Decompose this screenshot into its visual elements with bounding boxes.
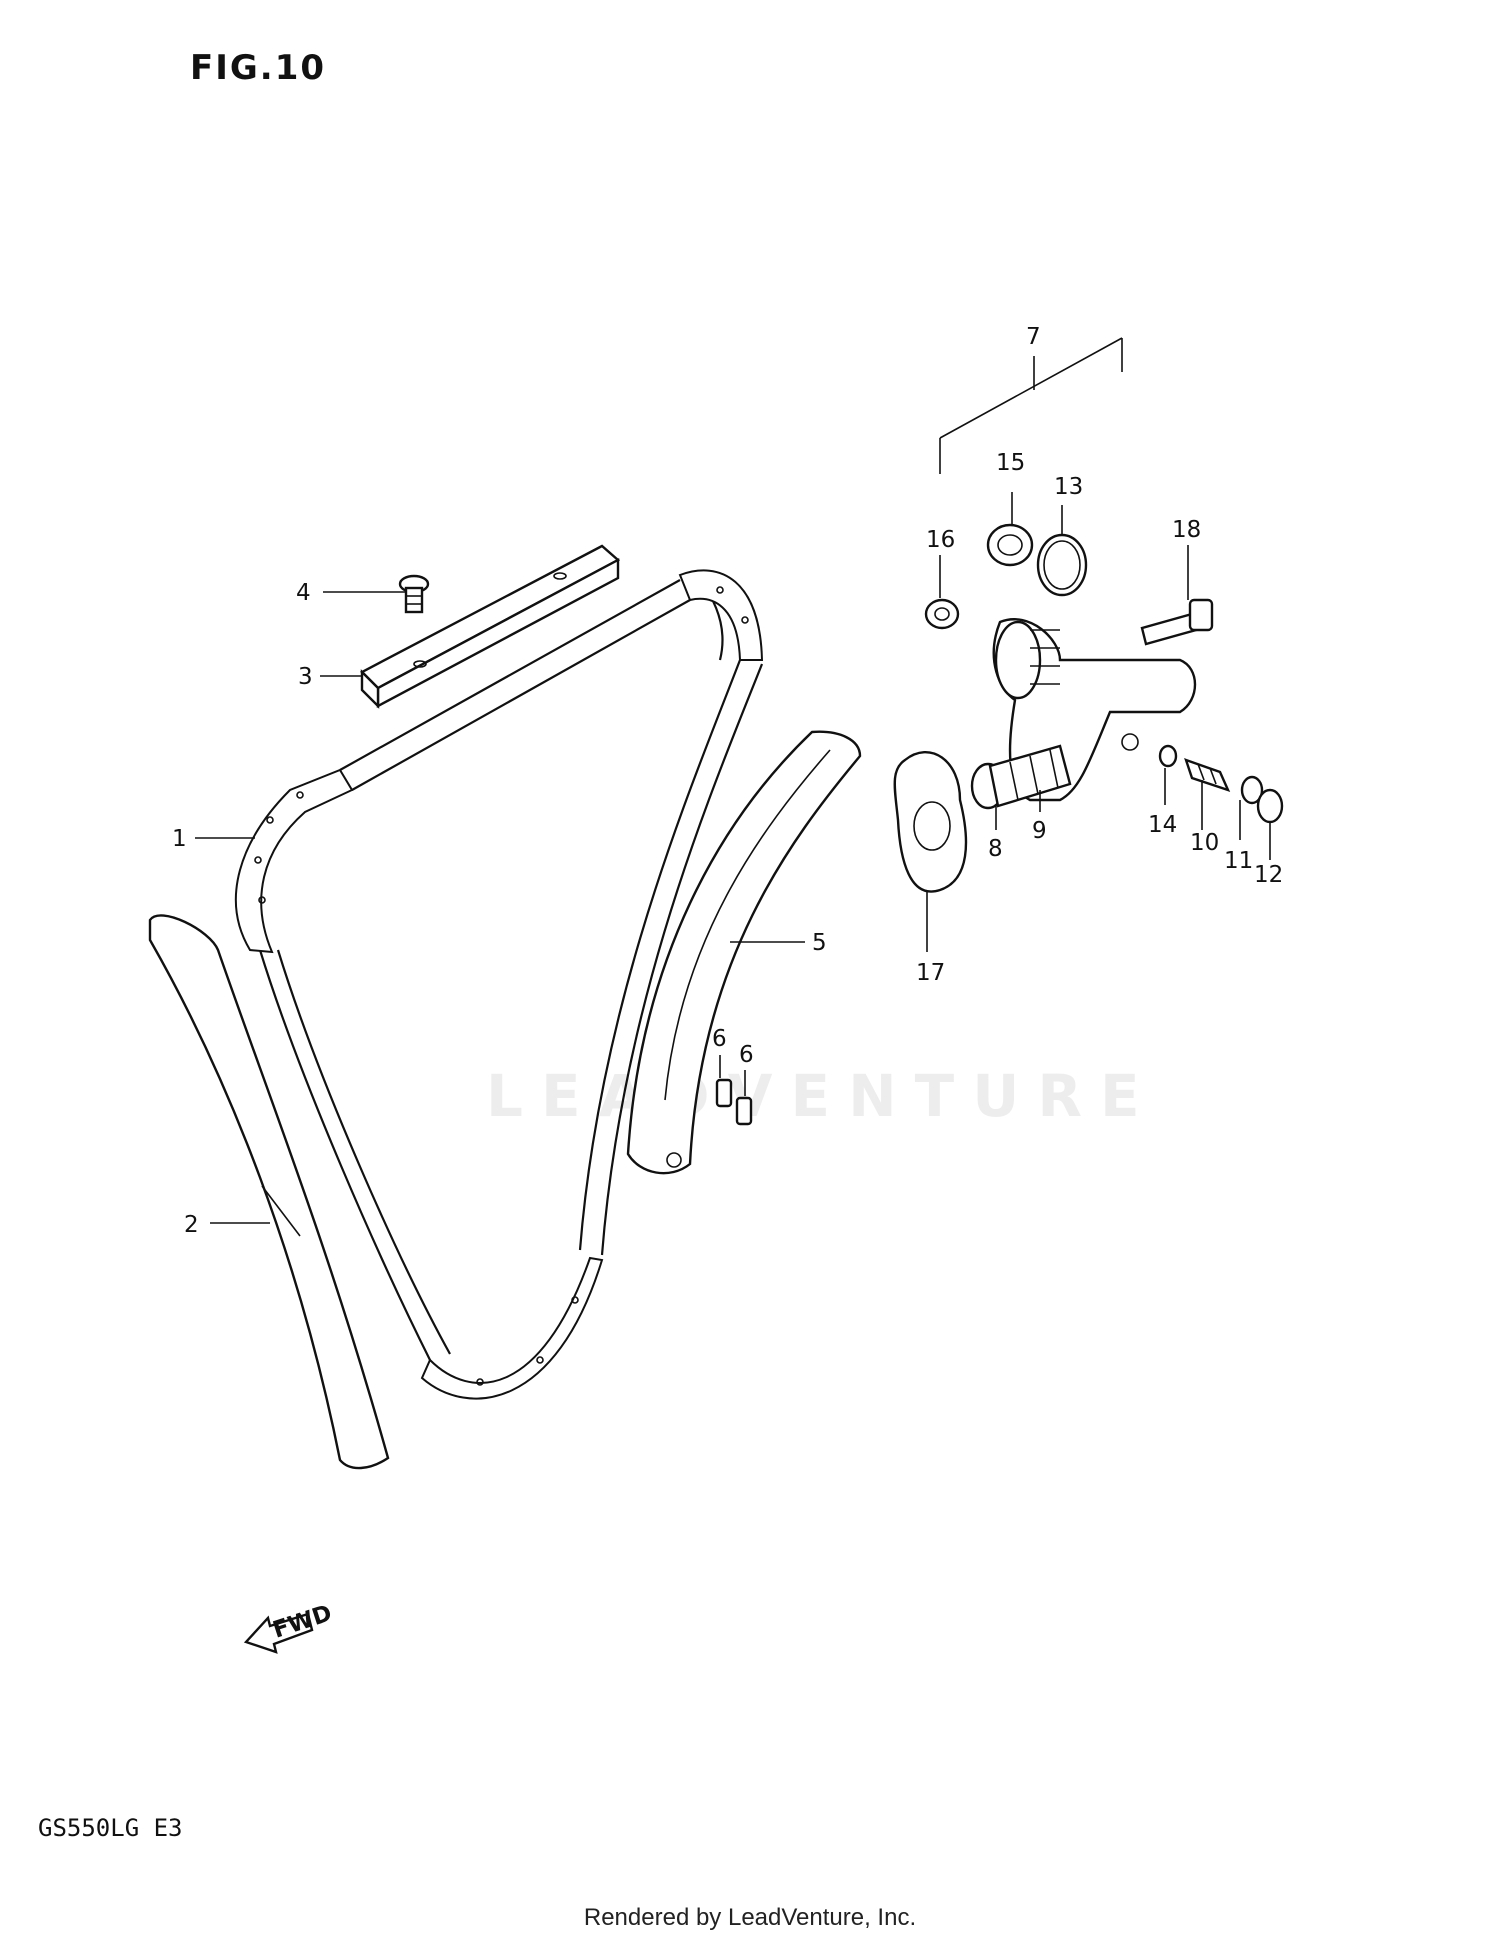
part-11-washer bbox=[1240, 775, 1264, 805]
callout-13: 13 bbox=[1054, 474, 1083, 500]
part-2-chain-guide-rear bbox=[148, 914, 390, 1470]
part-17-gasket bbox=[893, 750, 968, 893]
watermark: LEADVENTURE bbox=[486, 1062, 1158, 1130]
callout-6a: 6 bbox=[712, 1026, 727, 1052]
footer-credit: Rendered by LeadVenture, Inc. bbox=[583, 1904, 917, 1931]
part-14-washer bbox=[1158, 744, 1178, 768]
callout-4: 4 bbox=[296, 580, 311, 606]
figure-title: FIG.10 bbox=[190, 48, 327, 88]
callout-18: 18 bbox=[1172, 517, 1201, 543]
part-16-nut bbox=[924, 598, 960, 630]
callout-12: 12 bbox=[1254, 862, 1283, 888]
callout-14: 14 bbox=[1148, 812, 1177, 838]
part-5-chain-guide-front bbox=[626, 730, 862, 1175]
part-13-o-ring bbox=[1036, 533, 1088, 597]
callout-2: 2 bbox=[184, 1212, 199, 1238]
leader-lines bbox=[195, 337, 1271, 1224]
callout-5: 5 bbox=[812, 930, 827, 956]
fwd-arrow-icon bbox=[243, 1612, 314, 1654]
callout-1: 1 bbox=[172, 826, 187, 852]
model-code: GS550LG E3 bbox=[38, 1814, 183, 1842]
callout-10: 10 bbox=[1190, 830, 1219, 856]
part-10-bolt bbox=[1184, 758, 1231, 792]
callout-6b: 6 bbox=[739, 1042, 754, 1068]
part-18-bolt bbox=[1140, 598, 1214, 646]
part-3-chain-guide-top bbox=[359, 544, 621, 709]
part-1-cam-chain bbox=[235, 569, 764, 1400]
callout-3: 3 bbox=[298, 664, 313, 690]
callout-7: 7 bbox=[1026, 324, 1041, 350]
callout-8: 8 bbox=[988, 836, 1003, 862]
callout-16: 16 bbox=[926, 527, 955, 553]
part-8-9-plunger-spring bbox=[970, 744, 1072, 810]
callout-9: 9 bbox=[1032, 818, 1047, 844]
part-15-seal bbox=[986, 523, 1034, 567]
part-6-dowel-pins bbox=[715, 1078, 753, 1126]
callout-11: 11 bbox=[1224, 848, 1253, 874]
callout-15: 15 bbox=[996, 450, 1025, 476]
part-4-screw bbox=[398, 574, 430, 614]
part-12-cap bbox=[1256, 788, 1284, 824]
callout-17: 17 bbox=[916, 960, 945, 986]
fwd-label: FWD bbox=[270, 1600, 335, 1643]
